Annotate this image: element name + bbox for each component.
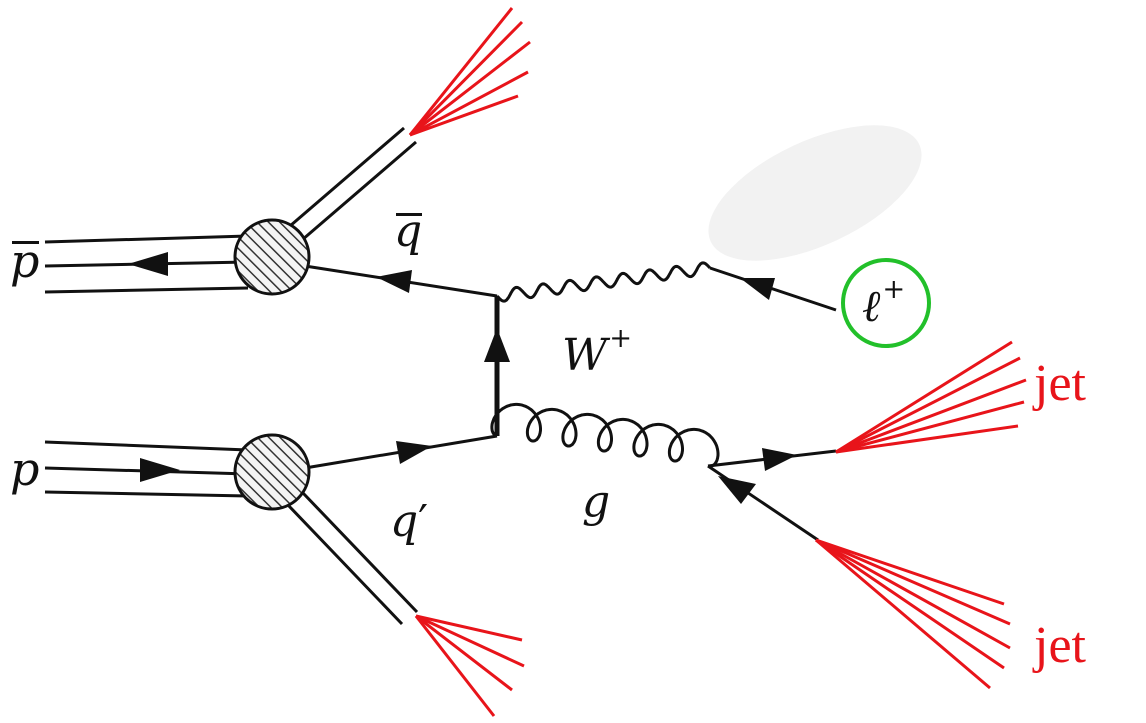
background-smudge xyxy=(708,125,922,261)
upper-spectator-jet xyxy=(408,7,531,137)
lepton-charge: + xyxy=(882,274,906,305)
lepton-arrow xyxy=(740,278,775,300)
lower-jet-quark-line xyxy=(707,464,819,542)
antiproton-arrow xyxy=(128,252,168,276)
proton-symbol: p xyxy=(10,442,40,496)
lower-jet-quark-arrow xyxy=(718,476,756,504)
antiproton-label: p xyxy=(10,234,40,288)
quark-prime-mark: ′ xyxy=(418,496,429,547)
jet-label-lower: jet xyxy=(1034,617,1086,674)
quark-prime-label: q′ xyxy=(390,500,428,544)
quark-prime-arrow xyxy=(396,441,432,464)
w-boson-charge: + xyxy=(609,323,633,354)
lepton-line xyxy=(709,266,837,312)
antiquark-label: q xyxy=(394,206,423,257)
gluon-symbol: g xyxy=(582,476,611,527)
upper-jet-quark-arrow xyxy=(762,448,797,471)
jet-label-upper: jet xyxy=(1034,355,1086,412)
antiproton-symbol: p xyxy=(10,234,40,288)
proton-label: p xyxy=(10,446,39,492)
proton-arrow xyxy=(140,458,180,482)
w-boson-label: W+ xyxy=(562,325,632,378)
lower-jet xyxy=(815,538,1011,690)
internal-quark-arrow xyxy=(484,328,510,362)
proton-vertex-blob xyxy=(233,433,311,511)
antiproton-vertex-blob xyxy=(233,218,311,296)
lower-spectator xyxy=(286,491,419,626)
quark-prime-base: q xyxy=(390,496,419,547)
gluon-label: g xyxy=(582,480,610,524)
w-boson-base: W xyxy=(562,330,608,382)
lepton-label: ℓ+ xyxy=(862,276,905,329)
lepton-circle xyxy=(841,258,931,348)
upper-jet xyxy=(835,340,1027,454)
antiquark-symbol: q xyxy=(394,206,423,257)
gluon-line xyxy=(490,402,720,468)
lower-spectator-jet xyxy=(414,614,525,717)
lepton-base: ℓ xyxy=(862,281,881,333)
w-boson-line xyxy=(495,261,712,303)
antiquark-arrow xyxy=(376,270,412,293)
upper-spectator xyxy=(289,126,417,242)
